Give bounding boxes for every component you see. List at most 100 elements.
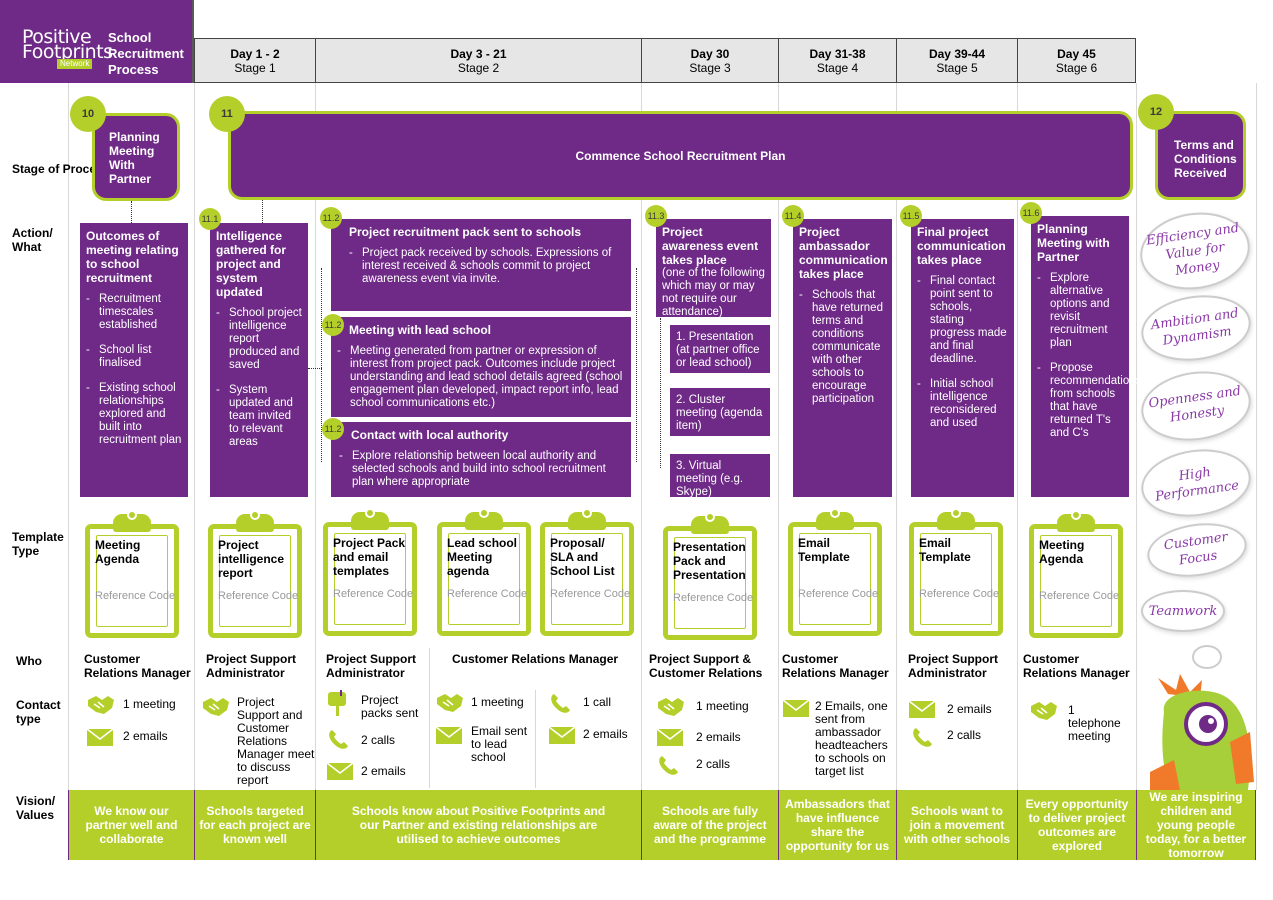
contact-text: 2 Emails, one sent from ambassador headt…: [815, 699, 888, 778]
action-title: Meeting with lead school: [349, 323, 492, 337]
positive-footprints-logo: Positive Footprints: [22, 26, 113, 63]
grid-line: [896, 83, 897, 790]
template-title: Meeting Agenda: [95, 538, 141, 566]
template-title: Email Template: [798, 536, 850, 564]
contact-text: Project Support and Customer Relations M…: [237, 695, 315, 787]
action-title: Project ambassador communication takes p…: [799, 225, 888, 281]
vision-value: Schools want to join a movement with oth…: [897, 790, 1018, 860]
template-ref-code: Reference Code: [798, 588, 879, 600]
phone-icon: [329, 730, 348, 749]
email-icon: [782, 699, 810, 718]
logo-line1: Positive: [22, 26, 92, 48]
divider: [429, 648, 430, 788]
contact-text: 2 calls: [947, 728, 982, 742]
phone-icon: [551, 694, 570, 713]
contact-text: 2 calls: [361, 733, 396, 747]
grid-line: [641, 83, 642, 790]
vision-value: Schools targeted for each project are kn…: [195, 790, 316, 860]
step-badge-11-2: 11.2: [320, 207, 342, 229]
contact-text: 1 meeting: [123, 697, 176, 711]
step-badge-10: 10: [70, 96, 106, 132]
vision-value: Schools know about Positive Footprints a…: [316, 790, 642, 860]
action-item: Meeting generated from partner or expres…: [337, 345, 625, 410]
row-label-contact: Contact type: [16, 698, 61, 726]
email-icon: [86, 728, 114, 747]
process-step-11: Commence School Recruitment Plan: [228, 111, 1133, 200]
grid-line: [1136, 83, 1137, 790]
step-badge-12: 12: [1138, 94, 1174, 130]
row-label-who: Who: [16, 654, 42, 668]
action-note: (one of the following which may or may n…: [662, 267, 765, 318]
grid-line: [315, 83, 316, 790]
action-item: Initial school intelligence reconsidered…: [917, 378, 1008, 430]
template-title: Project Pack and email templates: [333, 536, 406, 578]
handshake-icon: [87, 695, 114, 715]
contact-text: Project packs sent: [361, 693, 419, 720]
who-stage2-admin: Project Support Administrator: [326, 652, 417, 680]
template-title: Lead school Meeting agenda: [447, 536, 518, 578]
action-title: Project awareness event takes place: [662, 225, 759, 267]
who-stage3: Project Support & Customer Relations: [649, 652, 763, 680]
handshake-icon: [436, 693, 463, 713]
action-outcomes: Outcomes of meeting relating to school r…: [80, 223, 188, 497]
contact-text: 2 emails: [123, 729, 168, 743]
contact-text: 2 emails: [947, 702, 992, 716]
connector: [308, 368, 322, 369]
action-11-5: Final project communication takes place …: [911, 219, 1014, 497]
contact-text: 2 calls: [696, 757, 731, 771]
action-item: Schools that have returned terms and con…: [799, 289, 886, 406]
template-title: Presentation Pack and Presentation: [673, 540, 746, 582]
action-11-6: Planning Meeting with Partner Explore al…: [1031, 216, 1141, 497]
handshake-icon: [202, 697, 229, 717]
row-label-stage: Stage of Process: [12, 162, 110, 176]
step-badge-11-6: 11.6: [1020, 202, 1042, 224]
contact-text: 1 meeting: [696, 699, 749, 713]
contact-text: Email sent to lead school: [471, 724, 528, 764]
who-stage4: Customer Relations Manager: [782, 652, 889, 680]
grid-line: [194, 83, 195, 790]
vision-value: Ambassadors that have influence share th…: [779, 790, 897, 860]
action-item: School project intelligence report produ…: [216, 307, 302, 372]
action-11-1: Intelligence gathered for project and sy…: [210, 223, 308, 497]
email-icon: [656, 728, 684, 747]
grid-line: [1256, 83, 1257, 790]
action-item: School list finalised: [86, 344, 182, 370]
event-option-presentation: 1. Presentation (at partner office or le…: [670, 325, 770, 373]
grid-line: [68, 83, 69, 790]
template-ref-code: Reference Code: [218, 590, 299, 602]
step-badge-11-2: 11.2: [322, 418, 344, 440]
handshake-icon: [657, 697, 684, 717]
action-11-4: Project ambassador communication takes p…: [793, 219, 892, 497]
vision-value: Every opportunity to deliver project out…: [1018, 790, 1137, 860]
email-icon: [435, 726, 463, 745]
action-11-2-pack: Project recruitment pack sent to schools…: [331, 219, 631, 311]
value-cloud: Openness and Honesty: [1136, 364, 1256, 448]
connector: [321, 268, 322, 462]
value-cloud: Teamwork: [1141, 590, 1225, 632]
connector: [262, 200, 263, 223]
email-icon: [908, 700, 936, 719]
vision-value: We know our partner well and collaborate: [69, 790, 195, 860]
phone-icon: [913, 728, 932, 747]
grid-line: [778, 83, 779, 790]
action-title: Contact with local authority: [351, 428, 509, 442]
handshake-icon: [1030, 701, 1057, 721]
value-cloud: High Performance: [1136, 442, 1256, 524]
step-badge-11-5: 11.5: [900, 205, 922, 227]
template-title: Email Template: [919, 536, 971, 564]
connector: [636, 268, 637, 462]
grid-line: [1017, 83, 1018, 790]
email-icon: [548, 726, 576, 745]
page-title: School Recruitment Process: [108, 30, 184, 77]
logo-line2: Footprints: [22, 41, 113, 63]
action-item: System updated and team invited to relev…: [216, 384, 302, 449]
